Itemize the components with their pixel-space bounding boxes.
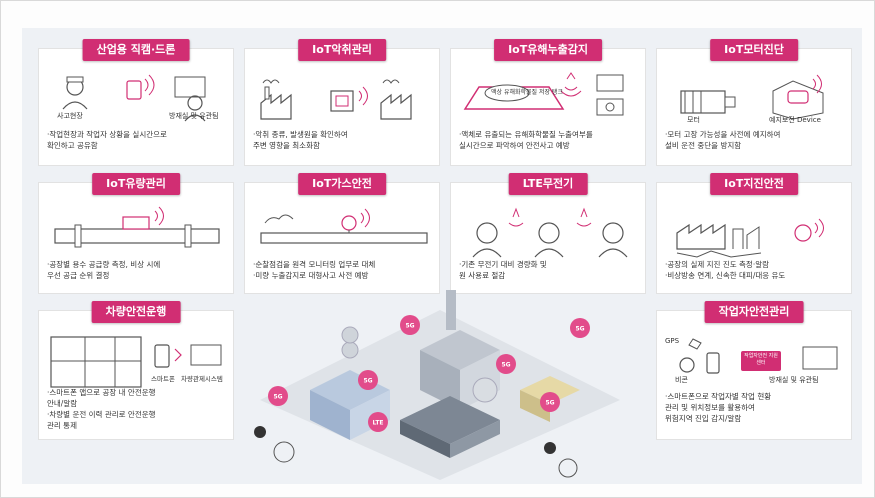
label-chemical-tank: 액상 유해화학물질 저장 탱크 bbox=[491, 89, 563, 96]
cam-drone-illustration bbox=[45, 69, 227, 133]
card-title: IoT유해누출감지 bbox=[494, 39, 602, 61]
card-iot-leak-detect: IoT유해누출감지 액상 유해화학물질 저장 탱크 ·액체로 유출되는 유해화학… bbox=[450, 39, 646, 166]
svg-text:5G: 5G bbox=[545, 400, 554, 407]
gas-illustration bbox=[251, 203, 433, 267]
earthquake-illustration bbox=[663, 203, 845, 267]
vehicle-illustration bbox=[45, 331, 227, 395]
label-control-room: 방재실 및 유관팀 bbox=[169, 112, 219, 120]
label-beacon: 비콘 bbox=[675, 376, 688, 384]
card-title: 산업용 직캠·드론 bbox=[82, 39, 190, 61]
label-control-room: 방재실 및 유관팀 bbox=[769, 376, 819, 384]
card-title: IoT악취관리 bbox=[298, 39, 386, 61]
card-worker-safety: 작업자안전관리 GPS 비콘 작업자안전 지원센터 방재실 및 유관팀 ·스마트… bbox=[656, 301, 852, 440]
radio-illustration bbox=[457, 203, 639, 267]
card-iot-motor: IoT모터진단 모터 예지보전 Device ·모터 고장 가능성을 사전에 예… bbox=[656, 39, 852, 166]
svg-text:5G: 5G bbox=[273, 394, 282, 401]
card-title: IoT가스안전 bbox=[298, 173, 386, 195]
card-title: IoT모터진단 bbox=[710, 39, 798, 61]
label-gps: GPS bbox=[665, 337, 680, 345]
motor-illustration bbox=[663, 69, 845, 133]
label-smartphone: 스마트폰 bbox=[151, 375, 175, 383]
label-vehicle-control: 차량관제시스템 bbox=[181, 375, 223, 383]
card-description: ·순찰점검을 원격 모니터링 업무로 대체·미량 누출감지로 대형사고 사전 예… bbox=[253, 260, 376, 280]
card-iot-gas: IoT가스안전 ·순찰점검을 원격 모니터링 업무로 대체·미량 누출감지로 대… bbox=[244, 173, 440, 294]
card-title: 작업자안전관리 bbox=[704, 301, 804, 323]
5g-badge: 5G bbox=[540, 392, 560, 412]
svg-text:5G: 5G bbox=[363, 378, 372, 385]
svg-text:5G: 5G bbox=[575, 326, 584, 333]
5g-badge: 5G bbox=[358, 370, 378, 390]
card-title: LTE무전기 bbox=[508, 173, 588, 195]
5g-badge: 5G bbox=[400, 315, 420, 335]
leak-illustration bbox=[457, 69, 639, 133]
label-motor: 모터 bbox=[687, 116, 700, 124]
svg-text:5G: 5G bbox=[405, 323, 414, 330]
label-support-center: 작업자안전 지원센터 bbox=[744, 353, 778, 366]
label-predictive-device: 예지보전 Device bbox=[769, 116, 821, 124]
card-iot-earthquake: IoT지진안전 ·공장의 실제 지진 진도 측정·알람·비상방송 연계, 신속한… bbox=[656, 173, 852, 294]
card-title: IoT유량관리 bbox=[92, 173, 180, 195]
5g-badge: 5G bbox=[570, 318, 590, 338]
factory-isometric-scene: 5G 5G 5G 5G 5G 5G LTE bbox=[250, 280, 630, 480]
lte-badge: LTE bbox=[368, 412, 388, 432]
card-title: IoT지진안전 bbox=[710, 173, 798, 195]
5g-badge: 5G bbox=[268, 386, 288, 406]
flow-illustration bbox=[45, 203, 227, 267]
svg-text:5G: 5G bbox=[501, 362, 510, 369]
worker-safety-illustration bbox=[663, 331, 845, 395]
5g-badge: 5G bbox=[496, 354, 516, 374]
svg-text:LTE: LTE bbox=[372, 420, 383, 427]
card-title: 차량안전운행 bbox=[91, 301, 181, 323]
card-industrial-cam-drone: 산업용 직캠·드론 사고현장 방재실 및 유관팀 ·작업현장과 작업자 상황을 … bbox=[38, 39, 234, 166]
odor-illustration bbox=[251, 69, 433, 133]
card-description: ·공장의 실제 지진 진도 측정·알람·비상방송 연계, 신속한 대피/대응 유… bbox=[665, 260, 786, 280]
label-accident-site: 사고현장 bbox=[57, 112, 83, 120]
